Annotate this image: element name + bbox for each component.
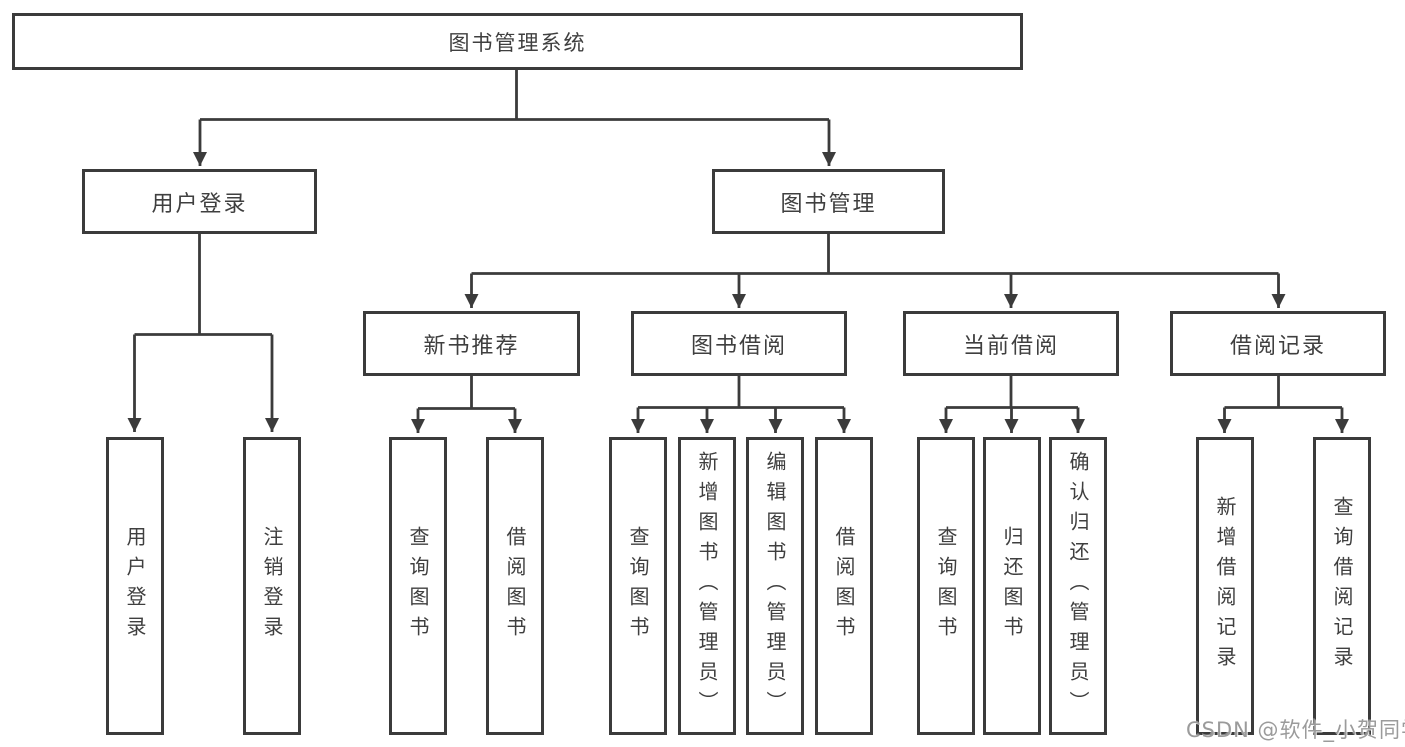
leaf-borrow-books-recommend: 借阅图书 [486,437,544,735]
leaf-edit-books-admin: 编辑图书（管理员） [746,437,804,735]
node-library-management-system: 图书管理系统 [12,13,1023,70]
node-borrowing-records: 借阅记录 [1170,311,1386,376]
leaf-query-books-recommend: 查询图书 [389,437,447,735]
node-new-book-recommendation: 新书推荐 [363,311,580,376]
leaf-add-books-admin: 新增图书（管理员） [678,437,736,735]
leaf-confirm-return-admin: 确认归还（管理员） [1049,437,1107,735]
leaf-query-borrow-record: 查询借阅记录 [1313,437,1371,735]
node-user-login: 用户登录 [82,169,317,234]
leaf-return-books: 归还图书 [983,437,1041,735]
node-book-management: 图书管理 [712,169,945,234]
node-current-borrowing: 当前借阅 [903,311,1119,376]
leaf-user-login: 用户登录 [106,437,164,735]
leaf-add-borrow-record: 新增借阅记录 [1196,437,1254,735]
node-book-borrowing: 图书借阅 [631,311,847,376]
leaf-query-books-borrow: 查询图书 [609,437,667,735]
leaf-borrow-books: 借阅图书 [815,437,873,735]
leaf-query-books-current: 查询图书 [917,437,975,735]
csdn-watermark: CSDN @软件_小贺同学 [1186,718,1405,742]
leaf-logout: 注销登录 [243,437,301,735]
